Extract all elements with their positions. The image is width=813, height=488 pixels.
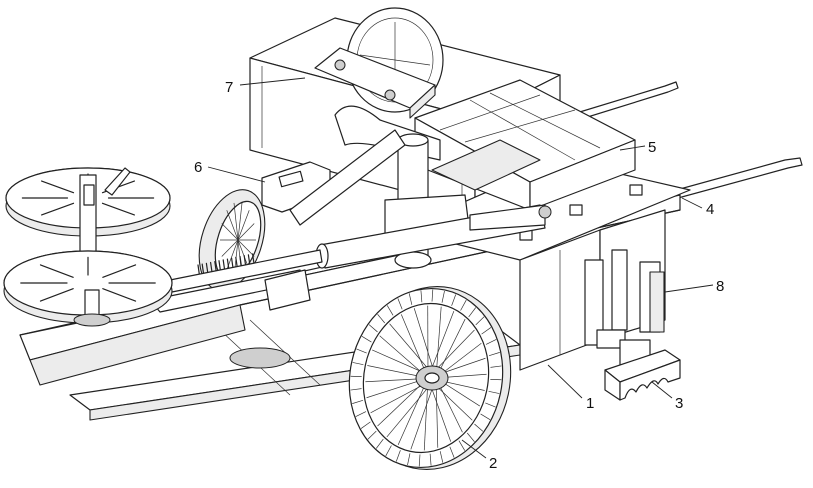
callout-8: 8 (716, 278, 724, 295)
callout-2: 2 (489, 455, 497, 472)
callout-7: 7 (225, 79, 233, 96)
vertical-guides (585, 250, 664, 368)
callout-3: 3 (675, 395, 683, 412)
front-wheel (333, 272, 527, 483)
reel-spools (4, 168, 172, 326)
callout-6: 6 (194, 159, 202, 176)
base-block (605, 350, 680, 400)
callout-4: 4 (706, 201, 714, 218)
callout-1: 1 (586, 395, 594, 412)
callout-5: 5 (648, 139, 656, 156)
